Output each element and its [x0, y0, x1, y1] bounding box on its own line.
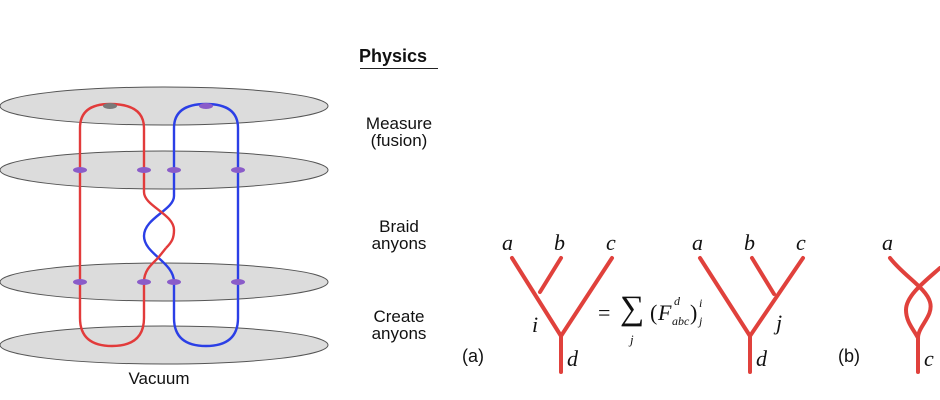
plane-vacuum	[0, 325, 329, 365]
tree-right-label-a: a	[692, 230, 703, 255]
physics-title: Physics	[359, 46, 428, 66]
step-create-line1: Create	[373, 307, 425, 326]
equation-F-subscript: abc	[672, 314, 690, 328]
anyon-marker	[137, 279, 151, 285]
step-measure-line2: (fusion)	[370, 131, 428, 150]
red-worldline-bottom	[78, 282, 146, 348]
plane-after-braid	[0, 150, 329, 190]
anyon-marker	[167, 167, 181, 173]
tree-left-label-a: a	[502, 230, 513, 255]
tree-left-bottom-label: d	[567, 346, 578, 371]
equation-F: F	[658, 300, 672, 325]
braid-strand-blue	[142, 170, 176, 283]
vacuum-label: Vacuum	[128, 369, 190, 388]
equation-outer-sub: j	[699, 314, 703, 328]
braid-tree-b	[888, 256, 940, 374]
tree-right-internal-label: j	[776, 310, 783, 335]
anyon-marker	[103, 103, 117, 109]
braid-strand-red-over	[157, 247, 167, 259]
panel-a-tag: (a)	[462, 346, 484, 366]
equation-outer-sup: i	[699, 296, 703, 310]
tree-left-label-c: c	[606, 230, 616, 255]
tree-right-label-c: c	[796, 230, 806, 255]
anyon-marker	[137, 167, 151, 173]
step-braid-line1: Braid	[379, 217, 419, 236]
tree-right-label-b: b	[744, 230, 755, 255]
step-braid: Braid anyons	[356, 218, 442, 252]
anyon-marker	[73, 279, 87, 285]
fusion-tree-left	[510, 256, 614, 374]
panel-b-tag: (b)	[838, 346, 860, 366]
tree-right-bottom-label: d	[756, 346, 767, 371]
equation-close-paren: )	[690, 300, 698, 325]
equation-F-superscript: d	[674, 294, 680, 308]
anyon-marker	[231, 167, 245, 173]
step-measure: Measure (fusion)	[356, 115, 442, 149]
equation-open-paren: (	[650, 300, 658, 325]
tree-left-internal-label: i	[532, 312, 539, 337]
tree-left-label-b: b	[554, 230, 565, 255]
equation-sum: ∑	[620, 290, 645, 327]
plane-measure	[0, 86, 329, 126]
blue-worldline-bottom	[172, 282, 240, 348]
tree-b-label-a: a	[882, 230, 893, 255]
anyon-marker	[199, 103, 213, 109]
equation-equals: =	[598, 300, 611, 325]
equation-sum-index: j	[630, 332, 634, 347]
fusion-tree-right	[698, 256, 805, 374]
title-underline	[360, 68, 438, 69]
step-create: Create anyons	[356, 308, 442, 342]
step-measure-line1: Measure	[365, 114, 433, 133]
tree-b-bottom-label: c	[924, 346, 934, 371]
step-create-line2: anyons	[371, 324, 427, 343]
anyon-marker	[167, 279, 181, 285]
plane-before-braid	[0, 262, 329, 302]
anyon-marker	[73, 167, 87, 173]
anyon-marker	[231, 279, 245, 285]
step-braid-line2: anyons	[371, 234, 427, 253]
